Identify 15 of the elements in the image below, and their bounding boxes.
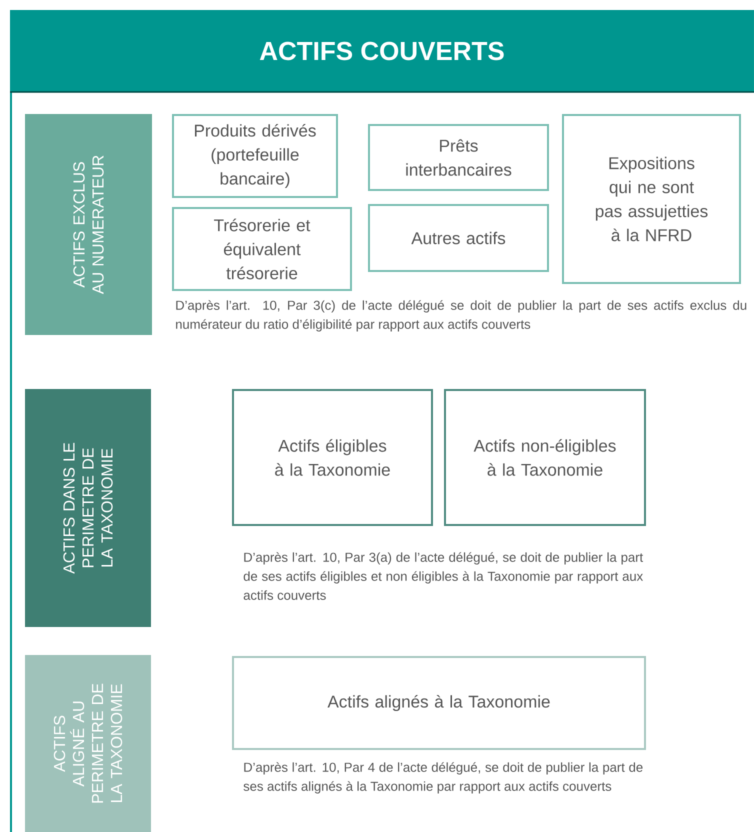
category-box: Expositions qui ne sont pas assujetties à la NFRD — [562, 114, 741, 284]
category-box: Actifs alignés à la Taxonomie — [232, 656, 646, 750]
note-text: D’après l’art. 10, Par 4 de l’acte délégué, se doit de publier la part de ses actifs alignés à la Taxonomie par rapport aux actifs couverts — [244, 762, 643, 794]
category-box: Prêts interbancaires — [368, 124, 549, 191]
category-box: Produits dérivés (portefeuille bancaire) — [172, 114, 338, 198]
side-band: ACTIFS EXCLUS AU NUMERATEUR — [25, 114, 152, 335]
category-box: Autres actifs — [368, 204, 549, 272]
note-text: D’après l’art. 10, Par 3(c) de l’acte délégué se doit de publier la part de ses actifs exclus du numérateur du ratio d’éligibilité par rapport aux actifs couverts — [176, 300, 746, 332]
category-box: Actifs éligibles à la Taxonomie — [232, 389, 433, 526]
title-banner: ACTIFS COUVERTS — [10, 10, 754, 93]
side-band: ACTIFS DANS LE PERIMETRE DE LA TAXONOMIE — [25, 389, 151, 627]
category-box: Actifs non-éligibles à la Taxonomie — [444, 389, 646, 526]
note-text: D’après l’art. 10, Par 3(a) de l’acte délégué, se doit de publier la part de ses actifs éligibles et non éligibles à la Taxonomie par rapport aux actifs couverts — [244, 552, 643, 600]
category-box: Trésorerie et équivalent trésorerie — [172, 207, 352, 291]
side-band: ACTIFS ALIGNÉ AU PERIMETRE DE LA TAXONOMIE — [25, 655, 151, 832]
